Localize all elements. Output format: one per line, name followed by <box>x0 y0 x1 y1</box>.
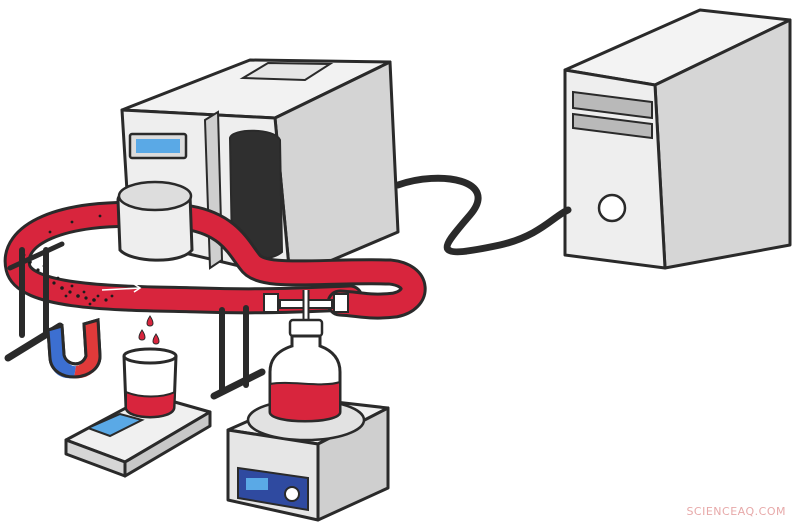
computer-tower-icon <box>563 8 792 270</box>
beaker-icon <box>122 347 178 419</box>
flow-arrow-icon <box>70 235 142 293</box>
watermark-text: SCIENCEAQ.COM <box>686 505 786 518</box>
flask-icon <box>268 318 342 423</box>
stirrer-knob <box>284 486 300 502</box>
balance-icon <box>64 393 212 478</box>
data-cable <box>394 174 572 256</box>
valve-connectors <box>263 290 349 324</box>
stirrer-display-screen <box>246 478 268 490</box>
clamp-stand-middle <box>210 305 266 400</box>
u-magnet-icon <box>46 318 102 379</box>
pump-display-screen <box>136 139 180 153</box>
pump-head <box>116 180 194 262</box>
